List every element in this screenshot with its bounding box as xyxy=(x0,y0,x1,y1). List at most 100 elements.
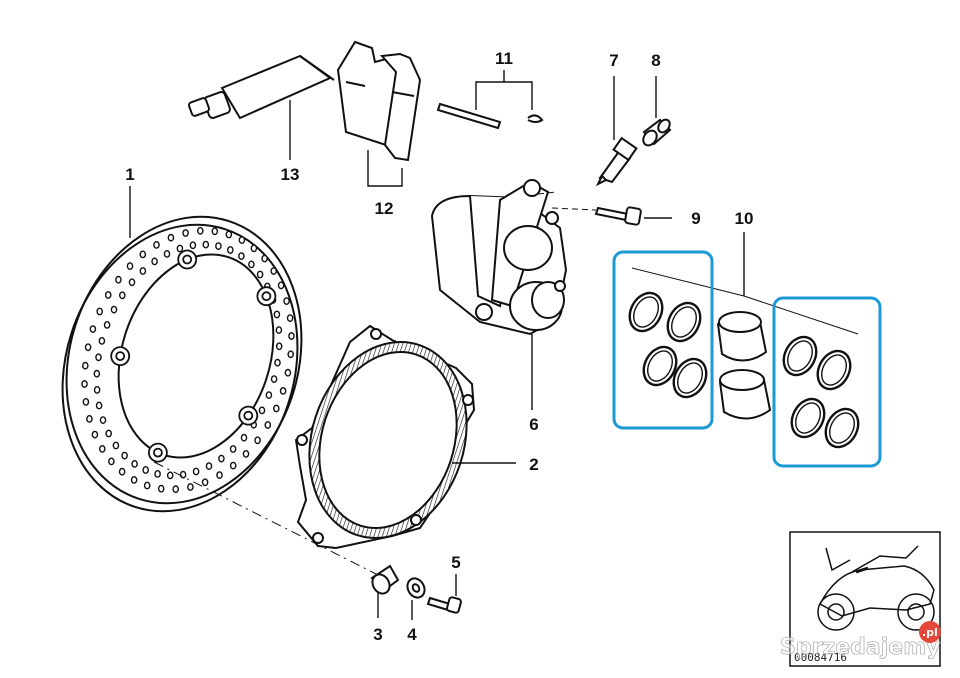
disc-drill-hole xyxy=(277,281,285,290)
washer xyxy=(406,577,426,599)
disc-drill-hole xyxy=(119,291,126,300)
disc-drill-hole xyxy=(99,416,107,424)
disc-drill-hole xyxy=(275,342,283,351)
disc-drill-hole xyxy=(95,401,103,410)
seal-ring-inner xyxy=(647,350,673,382)
seal-ring xyxy=(782,335,818,377)
disc-drill-hole xyxy=(98,336,106,345)
disc-drill-hole xyxy=(216,471,223,479)
disc-drill-hole xyxy=(82,361,89,370)
callout-7: 7 xyxy=(609,51,618,70)
disc-drill-hole xyxy=(130,475,138,484)
disc-drill-hole xyxy=(163,249,171,258)
grease-tube xyxy=(187,54,335,120)
disc-drill-hole xyxy=(151,257,158,266)
callout-6: 6 xyxy=(529,415,538,434)
disc-drill-hole xyxy=(142,466,149,474)
seal-ring xyxy=(666,301,702,343)
disc-drill-hole xyxy=(218,454,225,463)
disc-drill-hole xyxy=(128,278,136,287)
bleeder-valve xyxy=(595,136,638,187)
sleeve xyxy=(370,564,400,595)
brake-caliper xyxy=(430,179,568,336)
disc-drill-hole xyxy=(86,414,93,423)
callout-12: 12 xyxy=(375,199,394,218)
disc-drill-hole xyxy=(273,310,281,319)
disc-drill-hole xyxy=(258,406,266,415)
disc-drill-hole xyxy=(215,242,222,251)
disc-drill-hole xyxy=(89,325,97,333)
screw xyxy=(426,596,462,614)
disc-mount-hole xyxy=(152,447,163,458)
disc-drill-hole xyxy=(172,485,179,494)
disc-drill-hole xyxy=(112,441,120,450)
abs-sensor-ring xyxy=(294,324,476,550)
seal-group-left-highlight xyxy=(612,250,714,430)
disc-mount-hole xyxy=(261,291,272,302)
seal-ring xyxy=(628,291,664,333)
disc-drill-hole xyxy=(272,404,280,413)
brake-disc xyxy=(61,215,303,513)
seal-ring-inner xyxy=(633,296,659,328)
watermark-badge-text: .pl xyxy=(922,626,938,639)
disc-drill-hole xyxy=(256,270,264,279)
disc-drill-hole xyxy=(154,469,161,478)
disc-drill-hole xyxy=(229,445,237,453)
disc-drill-hole xyxy=(93,369,101,378)
reference-number: 00084716 xyxy=(794,651,847,664)
disc-drill-hole xyxy=(131,459,138,468)
disc-drill-hole xyxy=(288,332,295,340)
seal-ring-inner xyxy=(829,412,855,444)
disc-drill-hole xyxy=(248,260,255,269)
disc-drill-hole xyxy=(202,240,210,249)
disc-drill-hole xyxy=(187,483,194,491)
disc-drill-hole xyxy=(108,457,115,466)
axis-1 xyxy=(153,461,381,577)
seal-ring xyxy=(790,397,826,439)
disc-drill-hole xyxy=(225,230,233,239)
callout-9: 9 xyxy=(691,209,700,228)
disc-drill-hole xyxy=(275,326,283,334)
disc-drill-hole xyxy=(110,305,118,314)
disc-drill-hole xyxy=(84,343,92,352)
watermark-badge xyxy=(919,621,941,643)
disc-drill-hole xyxy=(261,254,268,263)
disc-drill-hole xyxy=(166,471,174,480)
brake-pads xyxy=(336,40,422,162)
disc-mount-hole xyxy=(115,351,126,362)
disc-drill-hole xyxy=(91,430,99,439)
disc-drill-hole xyxy=(93,385,101,394)
disc-drill-hole xyxy=(121,451,128,460)
callout-5: 5 xyxy=(451,553,460,572)
disc-drill-hole xyxy=(153,240,160,249)
seal-group-right-highlight xyxy=(772,296,882,468)
axis-6 xyxy=(537,191,557,195)
disc-drill-hole xyxy=(283,297,290,305)
disc-drill-hole xyxy=(189,241,197,250)
callout-10: 10 xyxy=(735,209,754,228)
seal-ring-inner xyxy=(795,402,821,434)
disc-drill-hole xyxy=(126,262,134,270)
callout-11: 11 xyxy=(495,49,513,68)
callout-8: 8 xyxy=(651,51,660,70)
seal-ring-inner xyxy=(671,306,697,338)
kit-line-left xyxy=(631,267,745,297)
disc-drill-hole xyxy=(238,252,245,261)
disc-drill-hole xyxy=(211,227,219,236)
disc-drill-hole xyxy=(270,267,278,275)
callout-3: 3 xyxy=(373,625,382,644)
disc-drill-hole xyxy=(139,267,147,275)
disc-drill-hole xyxy=(99,444,106,453)
leader-12 xyxy=(367,150,403,187)
callout-13: 13 xyxy=(281,165,300,184)
disc-drill-hole xyxy=(287,350,295,359)
disc-drill-hole xyxy=(238,236,246,245)
disc-drill-hole xyxy=(284,368,292,377)
disc-drill-hole xyxy=(265,391,273,399)
disc-drill-hole xyxy=(182,229,189,237)
disc-drill-hole xyxy=(103,320,111,329)
disc-drill-hole xyxy=(229,461,237,470)
seal-ring-inner xyxy=(821,354,847,386)
disc-drill-hole xyxy=(240,433,248,442)
